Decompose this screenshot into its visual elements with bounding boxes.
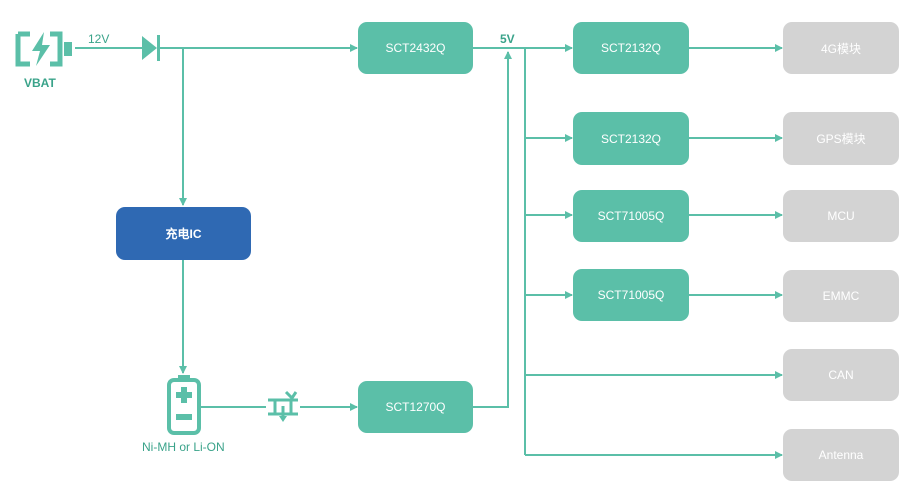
load-4g-module: 4G模块 bbox=[783, 22, 899, 74]
charger-ic-block: 充电IC bbox=[116, 207, 251, 260]
load-can: CAN bbox=[783, 349, 899, 401]
diode-icon bbox=[142, 35, 160, 61]
vbat-label: VBAT bbox=[24, 76, 56, 90]
wire-sct1270q-5v bbox=[473, 51, 512, 408]
sct1270q-block: SCT1270Q bbox=[358, 381, 473, 433]
regulator-block-2: SCT2132Q bbox=[573, 112, 689, 165]
battery-type-label: Ni-MH or Li-ON bbox=[142, 440, 225, 454]
regulator-block-4: SCT71005Q bbox=[573, 269, 689, 321]
voltage-12v-label: 12V bbox=[88, 32, 110, 46]
battery-charging-icon bbox=[15, 31, 72, 67]
regulator-block-1: SCT2132Q bbox=[573, 22, 689, 74]
sct2432q-block: SCT2432Q bbox=[358, 22, 473, 74]
regulator-block-3: SCT71005Q bbox=[573, 190, 689, 242]
load-emmc: EMMC bbox=[783, 270, 899, 322]
load-mcu: MCU bbox=[783, 190, 899, 242]
load-antenna: Antenna bbox=[783, 429, 899, 481]
voltage-5v-label: 5V bbox=[500, 32, 515, 46]
load-gps-module: GPS模块 bbox=[783, 112, 899, 165]
battery-vertical-icon bbox=[167, 375, 201, 435]
power-switch-icon bbox=[268, 390, 298, 422]
